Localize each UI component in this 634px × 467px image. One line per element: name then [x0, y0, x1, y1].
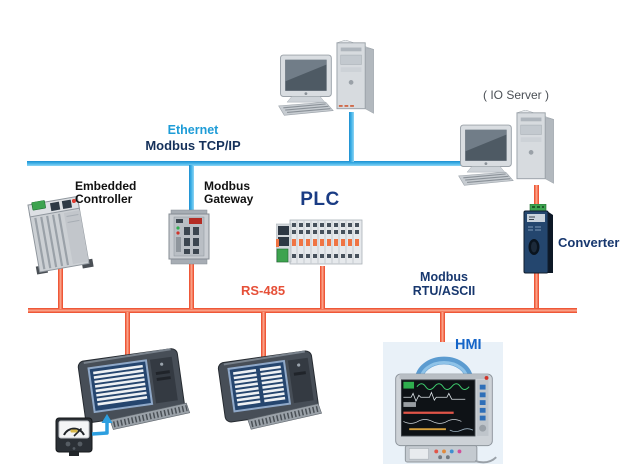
- io-server-pc-icon: [456, 109, 561, 190]
- rs485-drop-recorder-1: [125, 312, 130, 358]
- rs485-riser-embedded-controller: [58, 256, 63, 309]
- rs485-bus-line: [28, 308, 577, 313]
- modbus-gateway-icon: [167, 208, 213, 266]
- modbus-gateway-label: Modbus Gateway: [204, 179, 254, 207]
- recorder-2-icon: [215, 343, 329, 439]
- modbus-rtu-ascii-label: Modbus RTU/ASCII: [412, 270, 476, 298]
- recorder-1-icon: [75, 341, 198, 440]
- embedded-controller-label: Embedded Controller: [75, 179, 137, 207]
- hmi-monitor-icon: [386, 344, 502, 466]
- panel-meter-icon: [55, 416, 95, 458]
- converter-icon: [520, 203, 556, 276]
- rs485-riser-gateway: [189, 264, 194, 309]
- rs485-label: RS-485: [241, 283, 286, 298]
- plc-icon: [275, 218, 364, 270]
- plc-label: PLC: [300, 189, 340, 210]
- ethernet-bus-line: [27, 161, 482, 166]
- embedded-controller-icon: [24, 193, 97, 280]
- rs485-drop-recorder-2: [261, 312, 266, 358]
- ethernet-drop-workstation: [349, 112, 354, 162]
- converter-label: Converter: [558, 235, 620, 250]
- arrow-up-right-icon: [90, 413, 120, 439]
- modbus-tcpip-label: Modbus TCP/IP: [145, 138, 241, 153]
- hmi-label: HMI: [455, 337, 482, 353]
- ethernet-label: Ethernet: [167, 123, 219, 137]
- io-server-label: ( IO Server ): [482, 88, 549, 102]
- workstation-pc-icon: [276, 39, 381, 120]
- ethernet-drop-gateway: [189, 165, 194, 211]
- rs485-riser-plc: [320, 266, 325, 309]
